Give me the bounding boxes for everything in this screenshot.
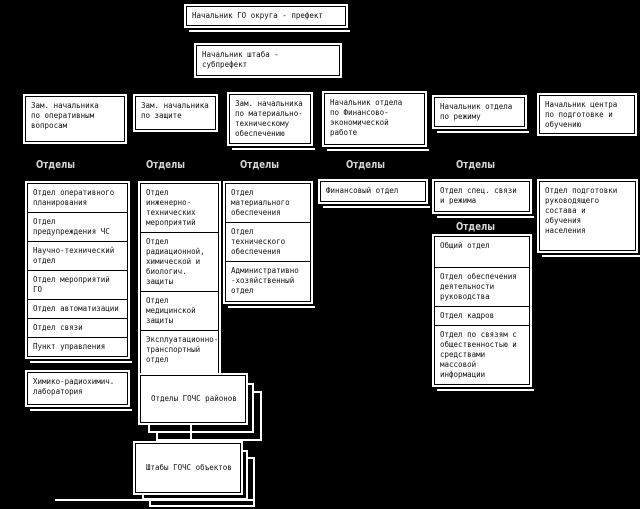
column-item: Отдел по связям с общественностью и сред… <box>440 330 517 379</box>
logistics-column: Отдел материального обеспечения Отдел те… <box>225 183 315 308</box>
column-item: Отдел связи <box>28 319 127 338</box>
chem-lab-box: Химико-радиохимич. лаборатория <box>27 372 132 411</box>
section-header-finance: Отделы <box>346 158 386 171</box>
column-item: Отдел технического обеспечения <box>226 223 310 262</box>
training-department-box: Отдел подготовки руководящего состава и … <box>539 181 640 257</box>
special-comm-box: Отдел спец. связи и режима <box>434 181 534 218</box>
column-item: Научно-технический отдел <box>28 242 127 271</box>
chief-box: Начальник ГО округа - префект <box>186 6 350 32</box>
column-item: Отдел радиационной, химической и биологи… <box>141 233 218 292</box>
column-item: Отдел оперативного планирования <box>28 184 127 213</box>
column-item: Пункт управления <box>33 342 106 351</box>
section-header-logistics: Отделы <box>240 158 280 171</box>
finance-department-box: Финансовый отдел <box>320 181 430 208</box>
column-item: Административно -хозяйственный отдел <box>231 266 299 295</box>
column-item: Отдел автоматизации <box>28 300 127 319</box>
training-head-box: Начальник центра по подготовке и обучени… <box>539 95 635 134</box>
column-item: Отдел медицинской защиты <box>141 292 218 331</box>
protection-column: Отдел инженерно- технических мероприятий… <box>140 183 223 383</box>
section-header-protection: Отделы <box>146 158 186 171</box>
deputy-protection-box: Зам. начальника по защите <box>135 96 216 130</box>
column-item: Эксплуатационно- транспортный отдел <box>146 335 219 364</box>
column-item: Отдел материального обеспечения <box>226 184 310 223</box>
facility-staffs-box: Штабы ГОЧС объектов <box>135 443 241 493</box>
deputy-operations-box: Зам. начальника по оперативным вопросам <box>25 96 125 142</box>
column-item: Отдел обеспечения деятельности руководст… <box>435 268 529 307</box>
section-header-operations: Отделы <box>36 158 76 171</box>
column-item: Отдел мероприятий ГО <box>28 271 127 300</box>
section-header-regime: Отделы <box>456 158 496 171</box>
staff-chief-box: Начальник штаба - субпрефект <box>196 45 340 76</box>
deputy-logistics-box: Зам. начальника по материально- техничес… <box>229 94 315 150</box>
regime-head-box: Начальник отдела по режиму <box>434 97 529 133</box>
finance-head-box: Начальник отдела по Финансово- экономиче… <box>324 93 429 151</box>
column-item: Отдел предупреждения ЧС <box>28 213 127 242</box>
regime-column: Общий отдел Отдел обеспечения деятельнос… <box>434 236 534 391</box>
bottom-line <box>55 499 253 501</box>
column-item: Отдел инженерно- технических мероприятий <box>141 184 218 233</box>
section-header-regime-2: Отделы <box>456 220 496 233</box>
connector-line-vertical <box>190 423 192 444</box>
district-departments-box: Отделы ГОЧС районов <box>140 375 246 423</box>
operations-column: Отдел оперативного планирования Отдел пр… <box>27 183 132 363</box>
column-item: Общий отдел <box>435 237 529 268</box>
column-item: Отдел кадров <box>435 307 529 326</box>
